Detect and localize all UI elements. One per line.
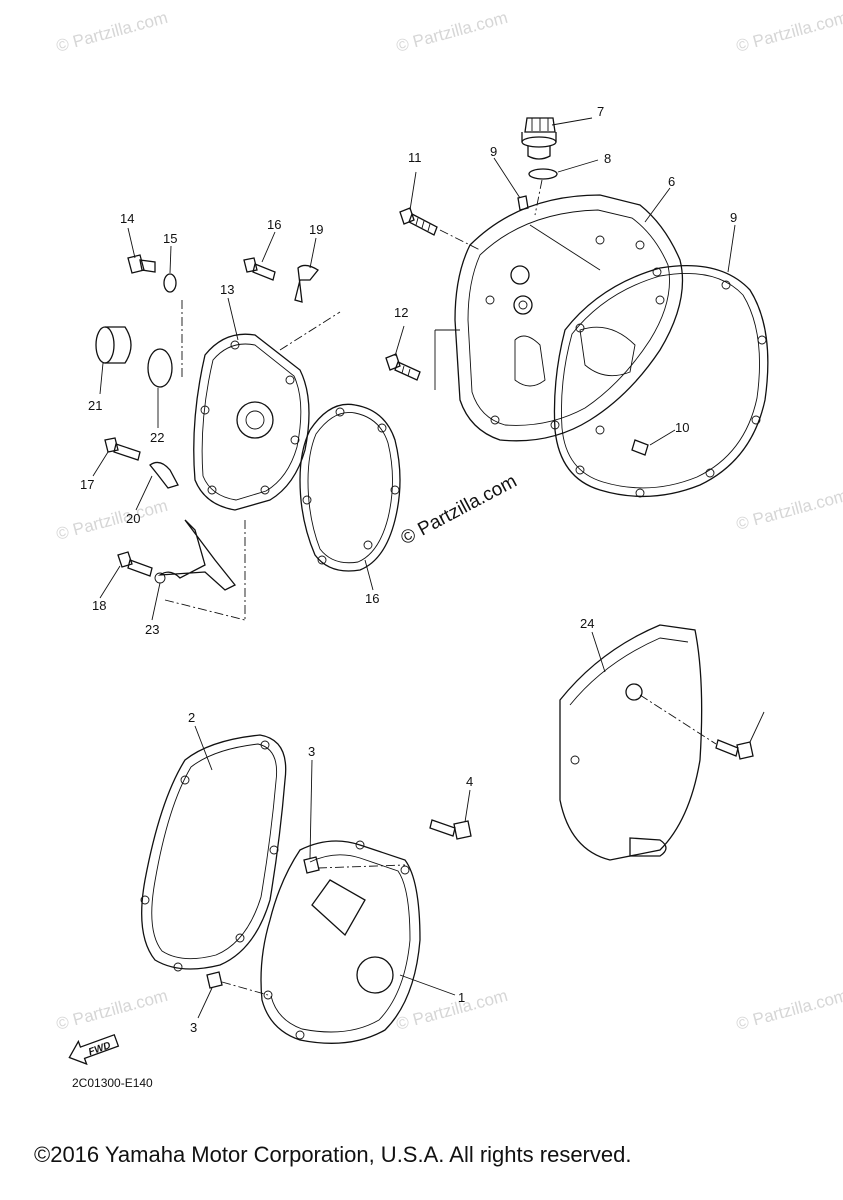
callout-5: 6 — [668, 174, 675, 189]
washer-14 — [163, 273, 177, 293]
callout-14: 15 — [163, 231, 177, 246]
bolt-11 — [385, 353, 421, 381]
bracket-22 — [157, 519, 237, 591]
watermark-text: © Partzilla.com — [394, 986, 510, 1034]
fwd-arrow-icon: FWD — [68, 1033, 120, 1066]
bolt-24 — [715, 739, 754, 760]
callout-17: 18 — [92, 598, 106, 613]
dowel-pin-3 — [206, 971, 223, 989]
o-ring-7 — [528, 168, 558, 180]
alignment-line — [279, 311, 341, 351]
clip-19 — [149, 461, 179, 489]
sprocket-cover-23 — [559, 624, 703, 861]
callout-20: 21 — [88, 398, 102, 413]
watermark-text: © Partzilla.com — [54, 496, 170, 544]
clip-18 — [294, 264, 319, 303]
callout-19: 20 — [126, 511, 140, 526]
clutch-cover-gasket — [553, 265, 769, 498]
watermark-text: © Partzilla.com — [734, 8, 843, 56]
stator-cover-1 — [260, 840, 421, 1044]
alignment-line — [534, 179, 543, 216]
alignment-line — [221, 981, 269, 996]
alignment-line — [164, 599, 246, 621]
plug-20 — [95, 326, 132, 364]
bolt-17 — [117, 551, 153, 577]
dowel-pin-3 — [303, 856, 320, 874]
callout-22: 23 — [145, 622, 159, 637]
oil-filler-cap — [521, 117, 557, 160]
callout-1: 1 — [458, 990, 465, 1005]
watermark-text: © Partzilla.com — [54, 8, 170, 56]
watermark-main-text: © Partzilla.com — [397, 471, 520, 550]
o-ring-21 — [147, 348, 173, 388]
alignment-line — [639, 694, 717, 745]
callout-16: 16 — [267, 217, 281, 232]
callout-7: 8 — [604, 151, 611, 166]
dowel-pin-9 — [631, 439, 649, 456]
watermark-text: © Partzilla.com — [394, 8, 510, 56]
bolt-16 — [243, 257, 276, 281]
callout-23: 24 — [580, 616, 594, 631]
callout-10: 11 — [408, 150, 422, 165]
callout-labels: 7 8 9 11 6 9 12 10 14 15 16 19 13 21 22 … — [80, 104, 737, 1035]
callout-21: 22 — [150, 430, 164, 445]
bolt-10 — [399, 207, 438, 236]
callout-15: 16 — [365, 591, 379, 606]
alignment-line — [439, 229, 481, 251]
gasket-15 — [299, 403, 401, 572]
copyright-notice: ©2016 Yamaha Motor Corporation, U.S.A. A… — [34, 1142, 631, 1167]
callout-3: 3 — [190, 1020, 197, 1035]
callout-12: 13 — [220, 282, 234, 297]
leader-lines — [92, 117, 765, 1019]
callout-16: 17 — [80, 477, 94, 492]
callout-4: 4 — [466, 774, 473, 789]
diagram-code: 2C01300-E140 — [72, 1076, 153, 1090]
watermark-text: © Partzilla.com — [734, 986, 843, 1034]
callout-3: 3 — [308, 744, 315, 759]
crankcase-cover-12 — [193, 333, 310, 511]
watermark-text: © Partzilla.com — [734, 486, 843, 534]
callout-2: 2 — [188, 710, 195, 725]
callout-11: 12 — [394, 305, 408, 320]
callout-13: 14 — [120, 211, 134, 226]
callout-8: 9 — [730, 210, 737, 225]
callout-9: 9 — [490, 144, 497, 159]
watermark-text: © Partzilla.com — [54, 986, 170, 1034]
clutch-cover — [434, 194, 684, 442]
callout-18: 19 — [309, 222, 323, 237]
stator-cover-gasket — [140, 734, 287, 972]
callout-6: 7 — [597, 104, 604, 119]
bolt-4 — [429, 819, 472, 840]
callout-9: 10 — [675, 420, 689, 435]
alignment-line — [317, 864, 406, 869]
bolt-16 — [104, 437, 141, 461]
plug-13 — [127, 254, 156, 274]
